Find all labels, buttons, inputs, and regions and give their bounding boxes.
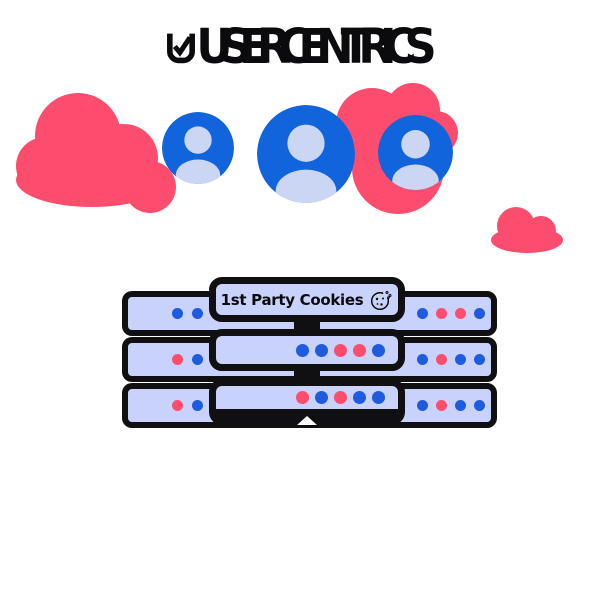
server-indicator-lights — [172, 343, 203, 376]
usercentrics-logo-icon — [167, 33, 196, 63]
user-icon — [257, 105, 355, 203]
tower-server-unit-2 — [209, 329, 405, 371]
tower-base-notch — [297, 416, 317, 425]
server-indicator-lights — [417, 389, 485, 422]
blue-indicator-dot — [417, 400, 428, 411]
blue-indicator-dot — [474, 400, 485, 411]
pink-indicator-dot — [334, 343, 347, 357]
user-avatar-left — [162, 112, 234, 184]
pink-indicator-dot — [436, 354, 447, 365]
blue-indicator-dot — [353, 391, 366, 404]
large-left-cloud — [16, 93, 176, 213]
tower-connector — [294, 369, 320, 382]
blue-indicator-dot — [315, 391, 328, 404]
user-avatar-center — [257, 105, 355, 203]
pink-indicator-dot — [353, 343, 366, 357]
pink-indicator-dot — [296, 391, 309, 404]
first-party-cookies-label: 1st Party Cookies — [220, 290, 364, 309]
blue-indicator-dot — [372, 391, 385, 404]
pink-indicator-dot — [436, 400, 447, 411]
user-avatar-right — [378, 115, 453, 190]
blue-indicator-dot — [192, 308, 203, 319]
pink-indicator-dot — [172, 354, 183, 365]
blue-indicator-dot — [372, 343, 385, 357]
server-indicator-lights — [172, 297, 203, 330]
blue-indicator-dot — [192, 400, 203, 411]
first-party-cookies-unit: 1st Party Cookies — [209, 277, 405, 322]
pink-indicator-dot — [455, 308, 466, 319]
pink-indicator-dot — [172, 400, 183, 411]
blue-indicator-dot — [455, 400, 466, 411]
blue-indicator-dot — [474, 354, 485, 365]
brand-title: USERCENTRICS — [196, 18, 437, 75]
brand-header: USERCENTRICS — [0, 18, 600, 75]
blue-indicator-dot — [192, 354, 203, 365]
server-indicator-lights — [172, 389, 203, 422]
blue-indicator-dot — [474, 308, 485, 319]
pink-indicator-dot — [436, 308, 447, 319]
user-icon — [378, 115, 453, 190]
blue-indicator-dot — [315, 343, 328, 357]
small-right-cloud — [491, 207, 563, 253]
blue-indicator-dot — [455, 354, 466, 365]
blue-indicator-dot — [296, 343, 309, 357]
blue-indicator-dot — [417, 354, 428, 365]
cookie-data-dots — [296, 386, 385, 409]
blue-indicator-dot — [417, 308, 428, 319]
blue-indicator-dot — [172, 308, 183, 319]
server-indicator-lights — [417, 343, 485, 376]
user-icon — [162, 112, 234, 184]
server-indicator-lights — [417, 297, 485, 330]
pink-indicator-dot — [334, 391, 347, 404]
cookie-icon — [371, 290, 392, 310]
cookie-data-dots — [296, 336, 385, 364]
